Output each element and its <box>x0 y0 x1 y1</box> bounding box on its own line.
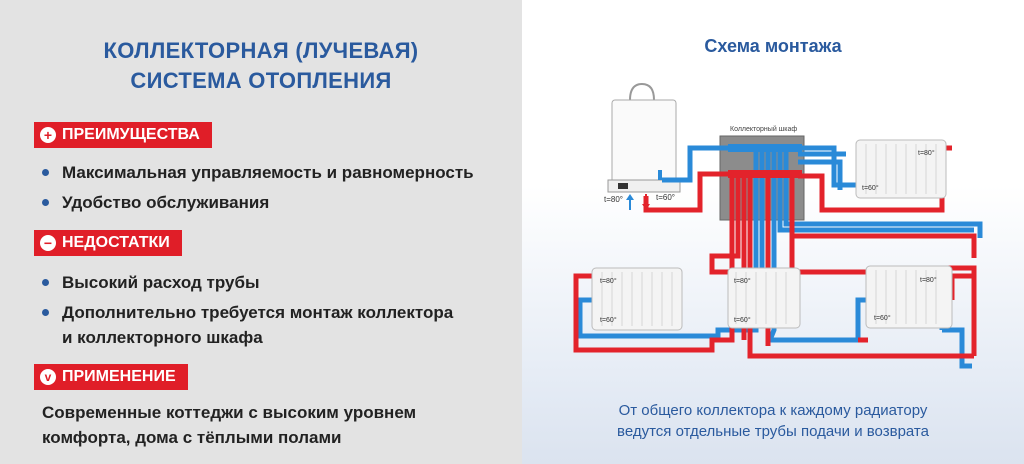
radiator-bottom-center <box>727 267 801 329</box>
minus-icon: − <box>40 235 56 251</box>
application-badge: v ПРИМЕНЕНИЕ <box>34 364 188 390</box>
advantage-text: Удобство обслуживания <box>62 193 270 212</box>
title-line-1: КОЛЛЕКТОРНАЯ (ЛУЧЕВАЯ) <box>103 38 419 63</box>
advantages-label: ПРЕИМУЩЕСТВА <box>62 126 200 143</box>
disadvantage-text: Высокий расход трубы <box>62 273 260 292</box>
disadvantage-text: Дополнительно требуется монтаж коллектор… <box>62 300 453 350</box>
caption-line-2: ведутся отдельные трубы подачи и возврат… <box>617 423 929 440</box>
application-line-2: комфорта, дома с тёплыми полами <box>42 428 342 447</box>
list-item: Максимальная управляемость и равномернос… <box>42 160 474 185</box>
list-item: Высокий расход трубы <box>42 270 260 295</box>
radiator-bottom-right <box>865 265 953 329</box>
application-text: Современные коттеджи с высоким уровнем к… <box>42 400 502 450</box>
radiator-4-temp-supply: t=80° <box>920 276 937 284</box>
radiator-3-temp-return: t=60° <box>734 316 751 324</box>
disadvantages-badge: − НЕДОСТАТКИ <box>34 230 182 256</box>
radiator-bottom-left <box>591 267 683 331</box>
bullet-icon <box>42 169 49 176</box>
heating-scheme-diagram: t=80° t=60° Коллекторный шкаф <box>573 82 983 369</box>
check-icon: v <box>40 369 56 385</box>
return-manifold <box>728 144 802 152</box>
bullet-icon <box>42 279 49 286</box>
radiator-3-temp-supply: t=80° <box>734 277 751 285</box>
application-line-1: Современные коттеджи с высоким уровнем <box>42 403 417 422</box>
radiator-1-temp-supply: t=80° <box>918 149 935 157</box>
list-item: Дополнительно требуется монтаж коллектор… <box>42 300 453 350</box>
radiator-2-temp-supply: t=80° <box>600 277 617 285</box>
caption-line-1: От общего коллектора к каждому радиатору <box>618 402 928 419</box>
radiator-1-temp-return: t=60° <box>862 184 879 192</box>
list-item: Удобство обслуживания <box>42 190 269 215</box>
disadvantages-label: НЕДОСТАТКИ <box>62 234 170 251</box>
application-label: ПРИМЕНЕНИЕ <box>62 368 176 385</box>
collector-cabinet-label: Коллекторный шкаф <box>730 125 797 133</box>
scheme-title: Схема монтажа <box>704 36 842 56</box>
supply-manifold <box>728 170 802 178</box>
radiator-top-right <box>855 139 947 199</box>
advantages-badge: + ПРЕИМУЩЕСТВА <box>34 122 212 148</box>
radiator-4-temp-return: t=60° <box>874 314 891 322</box>
boiler-temp-return: t=60° <box>656 193 675 202</box>
page-title: КОЛЛЕКТОРНАЯ (ЛУЧЕВАЯ) СИСТЕМА ОТОПЛЕНИЯ <box>0 36 522 96</box>
bullet-icon <box>42 199 49 206</box>
disadvantage-line-2: и коллекторного шкафа <box>62 328 263 347</box>
advantage-text: Максимальная управляемость и равномернос… <box>62 163 474 182</box>
boiler-temp-supply: t=80° <box>604 195 623 204</box>
disadvantage-line-1: Дополнительно требуется монтаж коллектор… <box>62 303 454 322</box>
supply-pipes <box>573 145 977 359</box>
plus-icon: + <box>40 127 56 143</box>
radiator-2-temp-return: t=60° <box>600 316 617 324</box>
title-line-2: СИСТЕМА ОТОПЛЕНИЯ <box>130 68 392 93</box>
scheme-caption: От общего коллектора к каждому радиатору… <box>522 400 1024 442</box>
bullet-icon <box>42 309 49 316</box>
boiler <box>607 82 681 210</box>
